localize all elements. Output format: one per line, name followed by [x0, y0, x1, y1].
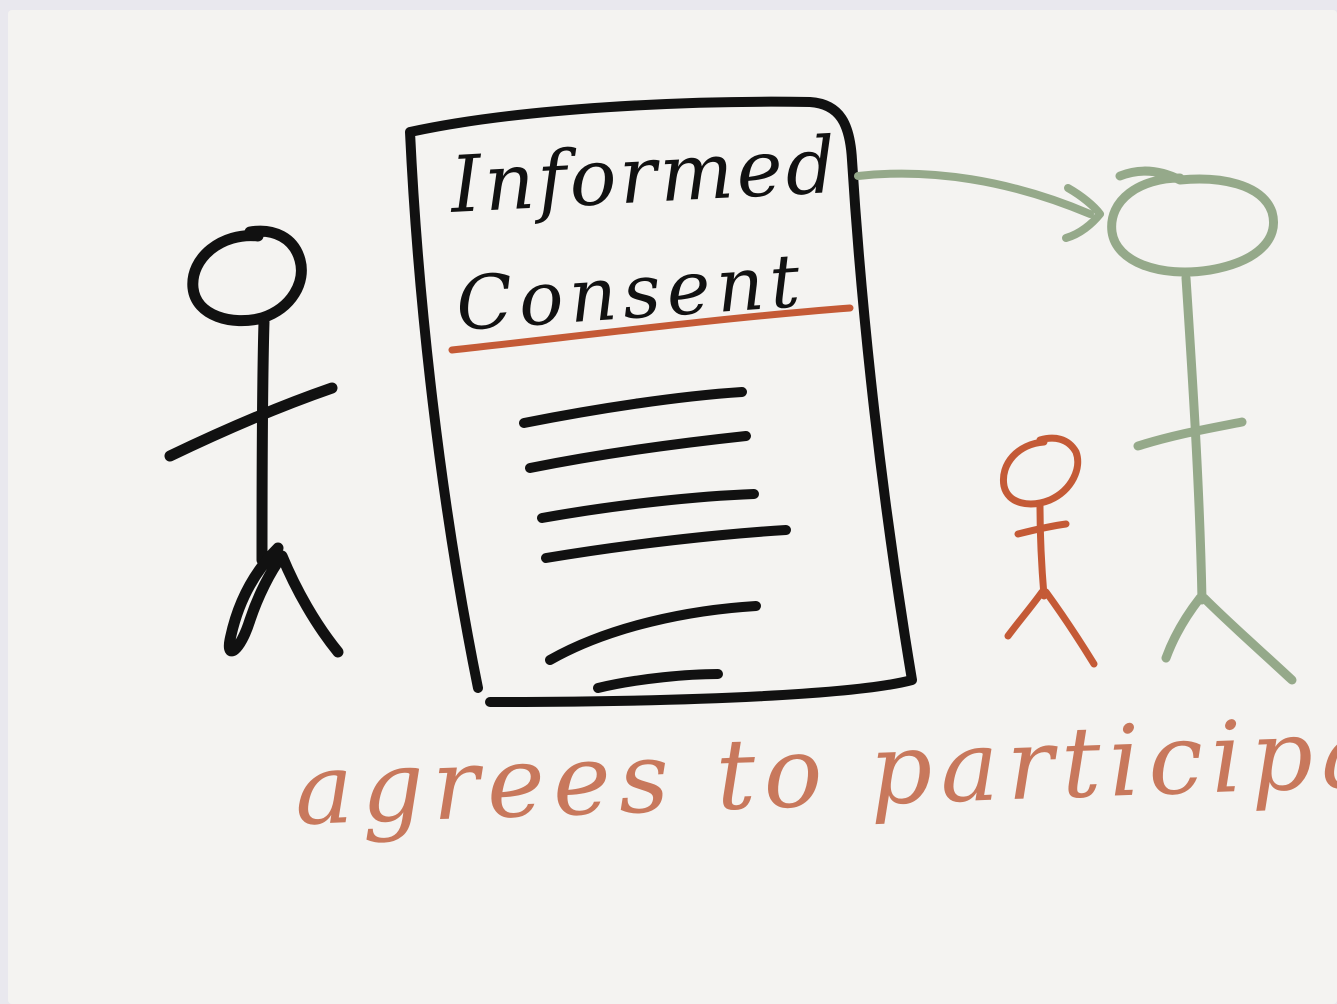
- document-outline: [405, 96, 917, 707]
- arrow-shaft: [854, 169, 1094, 218]
- strikethrough-line: [448, 304, 854, 354]
- child-body: [1036, 502, 1048, 600]
- consent-document: Informed Consent: [405, 96, 917, 707]
- document-line: [519, 387, 747, 428]
- child-arms: [1014, 520, 1070, 538]
- guardian-arms: [1133, 417, 1247, 451]
- document-title-line1: Informed: [446, 121, 840, 231]
- caption-text: agrees to participate: [293, 692, 1337, 848]
- child-stick-figure: [999, 434, 1098, 668]
- guardian-legs: [1161, 593, 1297, 685]
- document-line: [593, 669, 723, 693]
- researcher-head: [187, 225, 307, 327]
- researcher-arms: [164, 382, 338, 462]
- arrow-to-guardian: [854, 169, 1104, 242]
- document-text-lines: [519, 387, 791, 693]
- document-line: [541, 525, 791, 563]
- arrow-head: [1062, 184, 1104, 242]
- researcher-body: [256, 316, 270, 566]
- drawing-paper: [8, 10, 1337, 1004]
- document-line: [537, 489, 759, 523]
- document-line: [545, 601, 761, 665]
- document-line: [525, 431, 751, 473]
- guardian-head: [1107, 166, 1278, 277]
- researcher-stick-figure: [164, 225, 344, 658]
- researcher-legs: [223, 542, 344, 658]
- child-head: [999, 434, 1082, 508]
- child-legs: [1004, 588, 1098, 668]
- guardian-stick-figure: [1107, 166, 1297, 685]
- guardian-body: [1181, 273, 1207, 605]
